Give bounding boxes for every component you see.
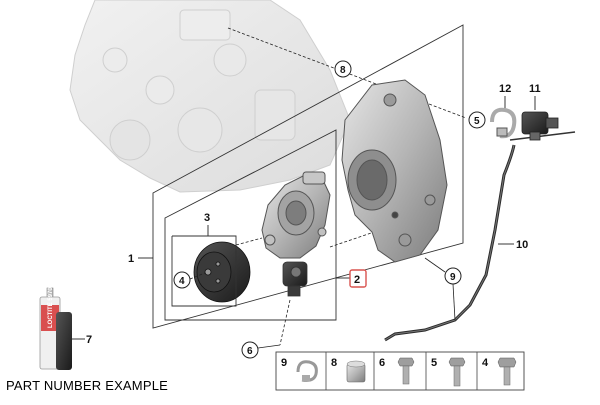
- hose-clamp-icon: [302, 375, 310, 381]
- callout-3: 3: [171, 212, 237, 307]
- callout-2-label: 2: [354, 274, 360, 286]
- water-pump: [261, 171, 331, 259]
- parts-legend: 9 8 6 5 4: [275, 351, 525, 391]
- highlight-box: [349, 269, 367, 288]
- legend-cell-4: 4: [482, 357, 517, 386]
- callout-9-label: 9: [450, 272, 456, 283]
- pump-sensor: [282, 261, 308, 297]
- callout-7-label: 7: [86, 334, 92, 346]
- legend-number-9: 9: [281, 357, 287, 369]
- coolant-line: [384, 131, 576, 342]
- legend-number-6: 6: [379, 357, 385, 369]
- callout-11: 11: [529, 83, 541, 110]
- callout-12-label: 12: [499, 83, 511, 95]
- legend-number-5: 5: [431, 357, 437, 369]
- assembly-frames: [152, 24, 464, 329]
- callout-12: 12: [499, 83, 511, 108]
- callout-5-label: 5: [474, 116, 480, 127]
- legend-cell-8: 8: [331, 357, 366, 383]
- callout-2-highlighted[interactable]: 2: [336, 269, 367, 288]
- callout-8-label: 8: [340, 65, 346, 76]
- bolt-icon: [497, 357, 517, 386]
- sealant-label: LOCTITE 5970: [48, 287, 54, 328]
- callout-7: 7: [72, 334, 92, 346]
- callout-10-label: 10: [516, 239, 528, 251]
- callout-1-label: 1: [128, 253, 134, 265]
- bolt-icon: [448, 357, 466, 387]
- hose-clamp-part: [490, 107, 517, 139]
- callout-1: 1: [128, 253, 153, 265]
- callout-9: 9: [424, 257, 462, 321]
- callout-3-label: 3: [204, 212, 210, 224]
- temperature-sensor-part: [521, 111, 559, 141]
- legend-cell-5: 5: [431, 357, 466, 387]
- pulley: [193, 241, 251, 303]
- callout-6: 6: [241, 341, 281, 359]
- legend-number-4: 4: [482, 357, 489, 369]
- engine-block-ghost: [69, 0, 351, 193]
- callout-5: 5: [468, 111, 486, 129]
- callout-4: 4: [173, 271, 206, 289]
- legend-number-8: 8: [331, 357, 337, 369]
- callout-10: 10: [498, 239, 528, 251]
- legend-cell-9: 9: [281, 357, 318, 382]
- callout-11-label: 11: [529, 83, 541, 95]
- legend-cell-6: 6: [379, 357, 415, 385]
- callout-4-label: 4: [179, 276, 185, 287]
- coolant-housing: [341, 79, 448, 263]
- callout-8: 8: [334, 60, 352, 78]
- caption: PART NUMBER EXAMPLE: [6, 378, 169, 393]
- sealant-tube: LOCTITE 5970: [39, 287, 72, 370]
- bolt-icon: [397, 357, 415, 385]
- callout-6-label: 6: [247, 346, 253, 357]
